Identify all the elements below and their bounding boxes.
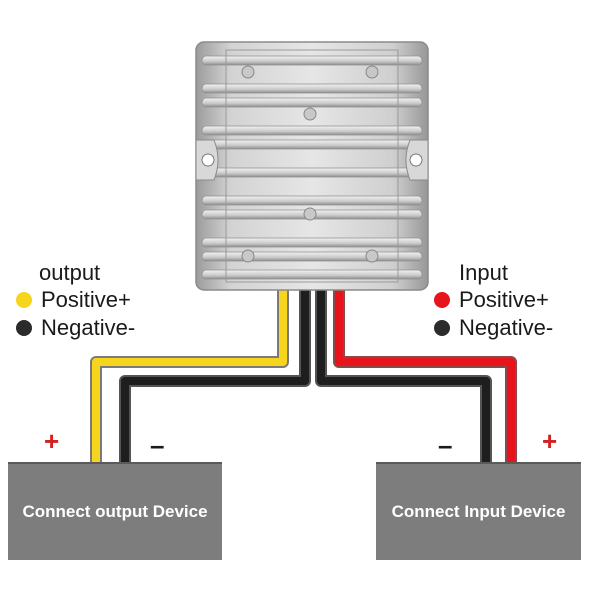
input-legend-title: Input — [459, 260, 508, 285]
input-device-label: Connect Input Device — [391, 502, 566, 521]
heat-sink-fin — [201, 167, 423, 178]
output-positive-label: Positive+ — [41, 287, 131, 312]
heat-sink-fin — [201, 125, 423, 136]
heat-sink-fin — [201, 97, 423, 108]
heat-sink-fin — [201, 195, 423, 206]
input-positive-legend: Positive+ — [434, 286, 553, 314]
heat-sink-fin — [201, 83, 423, 94]
input-legend: Input Positive+ Negative- — [434, 260, 553, 342]
output-legend-title: output — [39, 260, 101, 285]
heat-sink-fin — [201, 55, 423, 66]
screw — [241, 249, 255, 263]
screw — [365, 65, 379, 79]
output-device-box: Connect output Device — [8, 462, 222, 560]
input-negative-legend: Negative- — [434, 314, 553, 342]
heat-sink-fin — [201, 237, 423, 248]
screw — [303, 207, 317, 221]
red-dot-icon — [434, 292, 450, 308]
output-minus-sign: – — [150, 430, 165, 460]
screw — [241, 65, 255, 79]
wires — [90, 286, 517, 466]
heat-sink-fin — [201, 269, 423, 280]
heat-sink-fin — [201, 139, 423, 150]
yellow-dot-icon — [16, 292, 32, 308]
input-positive-label: Positive+ — [459, 287, 549, 312]
output-negative-legend: Negative- — [16, 314, 135, 342]
mounting-hole — [201, 153, 215, 167]
input-plus-sign: + — [542, 426, 558, 456]
heat-sink-fins — [201, 55, 423, 280]
black-dot-icon — [16, 320, 32, 336]
dc-converter-module — [195, 41, 429, 291]
center-channel — [225, 49, 399, 283]
mounting-hole — [409, 153, 423, 167]
black-dot-icon — [434, 320, 450, 336]
output-positive-legend: Positive+ — [16, 286, 135, 314]
screw — [303, 107, 317, 121]
input-minus-sign: – — [438, 430, 453, 460]
output-device-label: Connect output Device — [22, 502, 208, 521]
output-plus-sign: + — [44, 426, 60, 456]
output-legend: output Positive+ Negative- — [16, 260, 135, 342]
screw — [365, 249, 379, 263]
heat-sink-fin — [201, 251, 423, 262]
input-negative-label: Negative- — [459, 315, 554, 340]
output-negative-label: Negative- — [41, 315, 136, 340]
input-device-box: Connect Input Device — [376, 462, 581, 560]
